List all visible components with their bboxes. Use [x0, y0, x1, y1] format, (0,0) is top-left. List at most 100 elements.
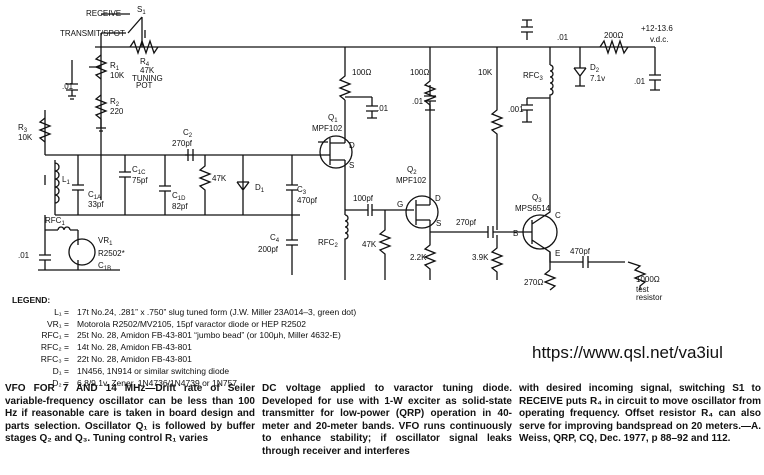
label-r4: R4	[140, 57, 150, 68]
label-r270: 270Ω	[524, 278, 543, 287]
label-q3-c: C	[555, 211, 561, 220]
label-q3: Q3	[532, 193, 542, 204]
label-r4-desc1: TUNING	[132, 74, 163, 83]
vr1-body	[68, 238, 96, 266]
label-q3-e: E	[555, 249, 560, 258]
legend-text: 17t No.24, .281” x .750” slug tuned form…	[77, 306, 357, 317]
legend-row: L₁ = 17t No.24, .281” x .750” slug tuned …	[12, 307, 356, 319]
label-c470pf-b: 470pf	[570, 247, 591, 256]
legend-row: VR₁ = Motorola R2502/MV2105, 15pf varacto…	[12, 319, 356, 331]
legend-text: Motorola R2502/MV2105, 15pf varactor dio…	[77, 318, 307, 329]
label-supply2: v.d.c.	[650, 35, 669, 44]
label-r1: R1	[110, 61, 120, 72]
label-c3: C3	[297, 185, 307, 196]
legend-key: VR₁ =	[46, 318, 69, 329]
label-r47k-b: 47K	[362, 240, 377, 249]
label-d1: D1	[255, 183, 265, 194]
label-rfc3: RFC3	[523, 71, 543, 82]
label-c-q1: .01	[377, 104, 389, 113]
q2-body	[405, 195, 439, 229]
source-url: https://www.qsl.net/va3iul	[532, 343, 723, 362]
legend-text: 6.8/9.1v. Zener, 1N4736/1N4739 or 1N757	[77, 377, 238, 388]
label-c-left: .01	[62, 82, 74, 91]
legend-text: 14t No. 28, Amidon FB-43-801	[77, 342, 192, 353]
label-vr1: VR1	[98, 236, 113, 247]
label-supply1: +12-13.6	[641, 24, 673, 33]
label-test2: resistor	[636, 293, 663, 300]
legend-row: D₂ = 6.8/9.1v. Zener, 1N4736/1N4739 or 1N…	[12, 378, 356, 390]
label-r3: R3	[18, 123, 28, 134]
legend-key: RFC₂ =	[40, 342, 69, 353]
label-r100-b: 100Ω	[410, 68, 429, 77]
caption-column-3: with desired incoming signal, switching …	[519, 383, 761, 445]
legend-key: D₁ =	[52, 365, 69, 376]
label-q2: Q2	[407, 165, 417, 176]
label-d2-value: 7.1v	[590, 74, 605, 83]
label-c3-value: 470pf	[297, 196, 318, 205]
label-transmit: TRANSMIT/SPOT	[60, 29, 125, 38]
label-rfc1: RFC1	[45, 216, 65, 227]
label-c-q2: .01	[412, 97, 424, 106]
label-c-top: .01	[557, 33, 569, 42]
label-c1c-value: 75pf	[132, 176, 148, 185]
label-r200: 200Ω	[604, 31, 623, 40]
label-c1a: C1A	[88, 190, 101, 201]
label-c100pf: 100pf	[353, 194, 374, 203]
label-q2-type: MPF102	[396, 176, 427, 185]
label-c1d: C1D	[172, 191, 186, 202]
label-q1: Q1	[328, 113, 338, 124]
legend-key: D₂ =	[52, 377, 69, 388]
legend-row: RFC₃ = 22t No. 28, Amidon FB-43-801	[12, 354, 356, 366]
circuit-schematic: RECEIVE TRANSMIT/SPOT S1 R4 47K TUNING P…	[18, 5, 673, 300]
label-q2-g: G	[397, 200, 403, 209]
label-q1-d: D	[349, 141, 355, 150]
legend-row: RFC₂ = 14t No. 28, Amidon FB-43-801	[12, 342, 356, 354]
label-c1d-value: 82pf	[172, 202, 188, 211]
legend-key: RFC₁ =	[41, 330, 69, 341]
label-r4-desc2: POT	[136, 81, 153, 90]
legend-text: 1N456, 1N914 or similar switching diode	[77, 365, 230, 376]
legend-row: D₁ = 1N456, 1N914 or similar switching di…	[12, 366, 356, 378]
label-r100-a: 100Ω	[352, 68, 371, 77]
legend-row: RFC₁ =25t No. 28, Amidon FB-43-801 “jumb…	[12, 330, 356, 342]
label-c270pf-b: 270pf	[456, 218, 477, 227]
legend: LEGEND: L₁ = 17t No.24, .281” x .750” slu…	[12, 295, 356, 389]
label-r10k: 10K	[478, 68, 493, 77]
legend-heading: LEGEND:	[12, 295, 51, 305]
caption-column-1: VFO FOR 7 AND 14 MHz—Drift rate of Seile…	[5, 383, 255, 445]
label-s1: S1	[137, 5, 146, 16]
legend-text: 22t No. 28, Amidon FB-43-801	[77, 353, 192, 364]
component-labels: RECEIVE TRANSMIT/SPOT S1 R4 47K TUNING P…	[18, 5, 673, 300]
label-vr1-value: R2502*	[98, 249, 125, 258]
label-c4: C4	[270, 233, 280, 244]
label-c2: C2	[183, 128, 193, 139]
label-r2: R2	[110, 97, 120, 108]
label-q1-s: S	[349, 161, 354, 170]
label-l1: L1	[62, 175, 70, 186]
label-c1b: C1B	[98, 261, 111, 272]
label-c-bottom: .01	[18, 251, 30, 260]
label-c001: .001	[508, 105, 524, 114]
label-r1-value: 10K	[110, 71, 125, 80]
label-r47k-a: 47K	[212, 174, 227, 183]
label-q3-b: B	[513, 229, 518, 238]
label-q1-type: MPF102	[312, 124, 343, 133]
label-c1a-value: 33pf	[88, 200, 104, 209]
q1-body	[319, 135, 353, 169]
label-d2: D2	[590, 63, 600, 74]
label-r1000: 1000Ω	[636, 275, 660, 284]
label-r39k: 3.9K	[472, 253, 489, 262]
caption-column-2: DC voltage applied to varactor tuning di…	[262, 383, 512, 457]
label-r4-value: 47K	[140, 66, 155, 75]
label-q2-d: D	[435, 194, 441, 203]
legend-key: RFC₃ =	[40, 353, 69, 364]
wiring	[38, 13, 661, 291]
label-r2-value: 220	[110, 107, 124, 116]
label-r3-value: 10K	[18, 133, 33, 142]
label-q2-s: S	[436, 219, 441, 228]
label-q3-type: MPS6514	[515, 204, 551, 213]
label-c1c: C1C	[132, 165, 146, 176]
label-rfc2: RFC2	[318, 238, 338, 249]
label-c4-value: 200pf	[258, 245, 279, 254]
legend-key: L₁ =	[54, 306, 69, 317]
